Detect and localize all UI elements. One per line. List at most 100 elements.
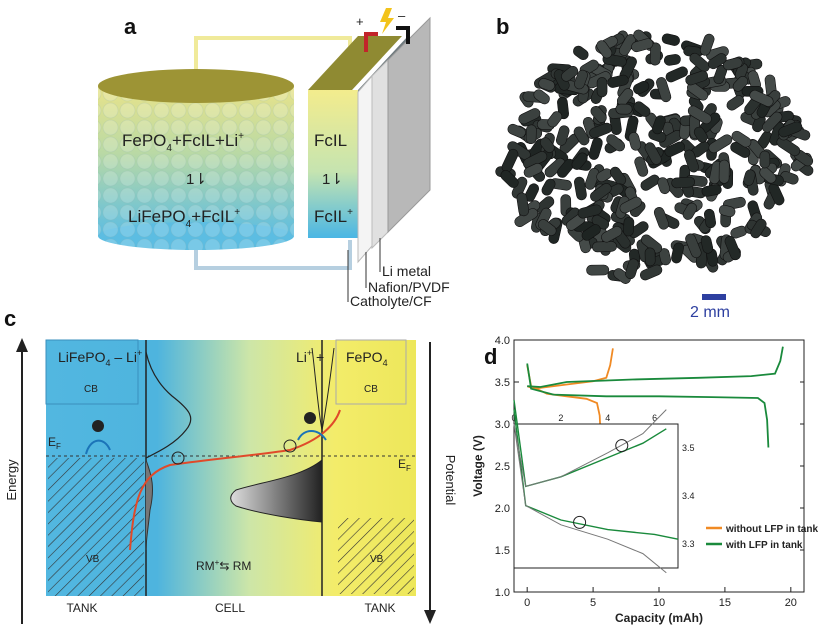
pellet <box>658 248 671 266</box>
pellet <box>657 177 671 195</box>
wire-top <box>194 36 352 72</box>
panel-c: c <box>0 300 470 627</box>
pellet <box>649 42 661 66</box>
negative-terminal <box>396 26 410 44</box>
pellet <box>778 121 803 138</box>
pellet <box>633 80 650 95</box>
scale-bar-label: 2 mm <box>690 304 730 321</box>
pellet <box>573 126 590 146</box>
inset-green-charge <box>513 399 667 488</box>
pellet <box>623 216 635 237</box>
pellet <box>726 95 745 111</box>
inset-marker-circle <box>615 439 629 453</box>
pellet <box>731 130 752 148</box>
pellet <box>743 169 756 186</box>
y-tick-label: 4.0 <box>495 335 510 347</box>
svg-text:CB: CB <box>84 384 98 395</box>
pellet <box>555 125 570 146</box>
y-tick-label: 2.5 <box>495 461 510 473</box>
svg-text:Potential: Potential <box>443 455 458 506</box>
inset-x-tick-label: 0 <box>511 413 516 423</box>
pellet <box>661 33 680 46</box>
pellet <box>761 111 783 133</box>
pellet <box>665 66 688 83</box>
svg-text:EF: EF <box>398 457 411 473</box>
pellet <box>581 224 601 241</box>
pellet <box>644 142 662 165</box>
pellet <box>634 156 649 177</box>
pellet <box>584 168 600 190</box>
y-axis-label: Voltage (V) <box>471 435 485 497</box>
pellet <box>656 77 672 103</box>
cell-front <box>308 90 358 238</box>
pellet <box>653 207 669 230</box>
wire-bottom <box>194 240 352 270</box>
inset-y-tick-label: 3.4 <box>682 491 695 501</box>
pellet <box>628 132 642 151</box>
pellet <box>625 258 639 280</box>
inset-y-tick-label: 3.5 <box>682 443 695 453</box>
panel-a-diagram: FePO4+FcIL+Li+ 1⇂ LiFePO4+FcIL+ FcIL 1⇂ … <box>98 8 450 309</box>
inset-grey-discharge <box>513 423 667 574</box>
lightning-icon <box>380 8 394 34</box>
pellet <box>588 137 603 160</box>
pellet <box>631 38 654 53</box>
pellet <box>633 101 651 117</box>
svg-text:FePO4+FcIL+Li+: FePO4+FcIL+Li+ <box>122 131 244 154</box>
pellet <box>609 166 627 186</box>
pellet <box>685 233 702 259</box>
pellet <box>561 65 579 82</box>
pellet <box>606 134 626 152</box>
pellet <box>699 33 715 56</box>
svg-text:–: – <box>398 8 406 23</box>
svg-text:Energy: Energy <box>4 459 19 501</box>
x-tick-label: 15 <box>719 597 731 609</box>
pellet <box>722 57 743 71</box>
x-tick-label: 20 <box>785 597 797 609</box>
pellet <box>607 74 629 88</box>
pellet <box>533 89 550 105</box>
pellet <box>601 226 623 243</box>
inset-y-tick-label: 3.3 <box>682 539 695 549</box>
svg-text:Li+ +: Li+ + <box>296 348 324 365</box>
pellet <box>750 218 767 239</box>
pellet <box>586 264 610 276</box>
pellet <box>501 148 519 173</box>
pellet <box>640 174 660 191</box>
svg-text:RM+⇆ RM: RM+⇆ RM <box>196 558 251 573</box>
pellet <box>537 219 557 236</box>
x-tick-label: 0 <box>524 597 530 609</box>
pellet <box>687 105 712 125</box>
pellet <box>718 159 730 184</box>
pellet <box>619 196 642 214</box>
pellet <box>701 184 722 197</box>
svg-text:VB: VB <box>86 554 100 565</box>
svg-text:CELL: CELL <box>215 601 245 615</box>
pellet <box>557 158 575 178</box>
pellet <box>700 235 714 254</box>
pellet <box>540 137 555 153</box>
panel-c-label: c <box>4 306 17 331</box>
panel-a: a <box>0 0 470 310</box>
svg-text:TANK: TANK <box>364 601 395 615</box>
pellet-photo <box>495 29 814 284</box>
svg-text:EF: EF <box>48 435 61 451</box>
pellet <box>776 136 801 157</box>
pellet <box>682 202 698 220</box>
y-tick-label: 3.0 <box>495 419 510 431</box>
pellet <box>708 134 733 154</box>
pellet <box>577 204 602 219</box>
pellet <box>523 163 543 178</box>
panel-b: b 2 mm <box>470 0 836 330</box>
panel-d-label: d <box>484 344 498 369</box>
inset-marker-circle <box>573 515 587 529</box>
pellet <box>500 170 519 188</box>
pellet <box>541 178 556 196</box>
band-diagram: LiFePO4 – Li+ Li+ + FePO4 CB CB VB VB EF… <box>4 338 458 624</box>
pellet <box>652 115 666 135</box>
pellet <box>644 247 656 267</box>
pellet <box>718 204 736 217</box>
y-tick-label: 2.0 <box>495 503 510 515</box>
x-tick-label: 10 <box>653 597 665 609</box>
